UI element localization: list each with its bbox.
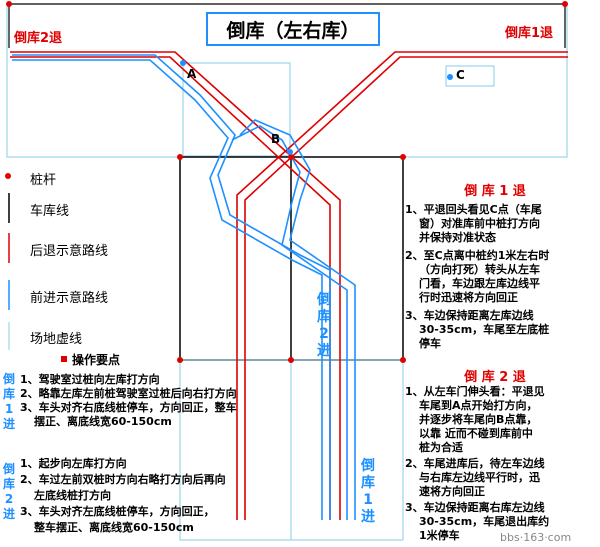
label-left-exit: 倒库2退	[14, 31, 63, 46]
legend-pole-dot	[5, 173, 11, 179]
ops-heading: 操作要点	[72, 353, 121, 367]
point-b-label: B	[271, 132, 281, 146]
point-b-dot	[287, 149, 293, 155]
forward-route-1	[239, 119, 356, 520]
vlabel-side2: 倒 库 2 进	[2, 462, 15, 521]
point-c-dot	[447, 74, 453, 80]
point-a-box	[182, 62, 291, 157]
vlabel-forward1: 倒 库 1 进	[361, 458, 375, 525]
pole-top-left	[6, 1, 12, 7]
point-a-dot	[180, 60, 186, 66]
forward-route-1-inner	[231, 125, 348, 520]
ops-bullet	[61, 356, 67, 362]
watermark: bbs·163·com	[500, 531, 572, 544]
diagram-title: 倒库（左右库）	[206, 12, 380, 46]
legend-forward: 前进示意路线	[30, 291, 109, 306]
pole-bottom-center	[288, 357, 294, 363]
pole-bottom-right	[400, 357, 406, 363]
ops-group-1: 1、驾驶室过桩向左库打方向 2、略靠左库左前桩驾驶室过桩后向右打方向 3、车头对…	[20, 373, 237, 428]
reverse2-list: 1、从左车门伸头看：平退见 车尾到A点开始打方向， 并逐步将车尾向B点靠， 以靠…	[405, 385, 550, 542]
reverse-route-1	[10, 51, 341, 520]
vlabel-side1: 倒 库 1 进	[2, 372, 15, 431]
legend-pole: 桩杆	[30, 173, 57, 188]
point-c-label: C	[456, 68, 465, 82]
pole-front-right	[400, 154, 406, 160]
forward-route-2-inner	[12, 59, 323, 520]
pole-top-right	[562, 1, 568, 7]
reverse2-heading: 倒 库 2 退	[464, 370, 526, 385]
forward-route-2	[12, 54, 331, 520]
reverse1-heading: 倒 库 1 退	[464, 184, 526, 199]
ops-group-2: 1、起步向左库打方向 2、车过左前双桩时方向右略打方向后再向 左底线桩打方向 3…	[20, 457, 226, 534]
reverse-route-2	[236, 51, 568, 520]
vlabel-forward2: 倒 库 2 进	[317, 292, 331, 359]
legend-reverse: 后退示意路线	[30, 244, 109, 259]
point-c-box	[445, 65, 495, 87]
pole-bottom-left	[177, 357, 183, 363]
legend-garage: 车库线	[30, 204, 70, 219]
legend-field: 场地虚线	[30, 332, 83, 347]
reverse1-list: 1、平退回头看见C点（车尾 窗）对准库前中桩打方向 并保持对准状态 2、至C点离…	[405, 203, 550, 350]
point-a-label: A	[187, 67, 197, 81]
label-right-exit: 倒库1退	[505, 26, 554, 41]
pole-front-center	[288, 154, 294, 160]
reverse-route-2-inner	[244, 56, 568, 520]
pole-front-left	[177, 154, 183, 160]
